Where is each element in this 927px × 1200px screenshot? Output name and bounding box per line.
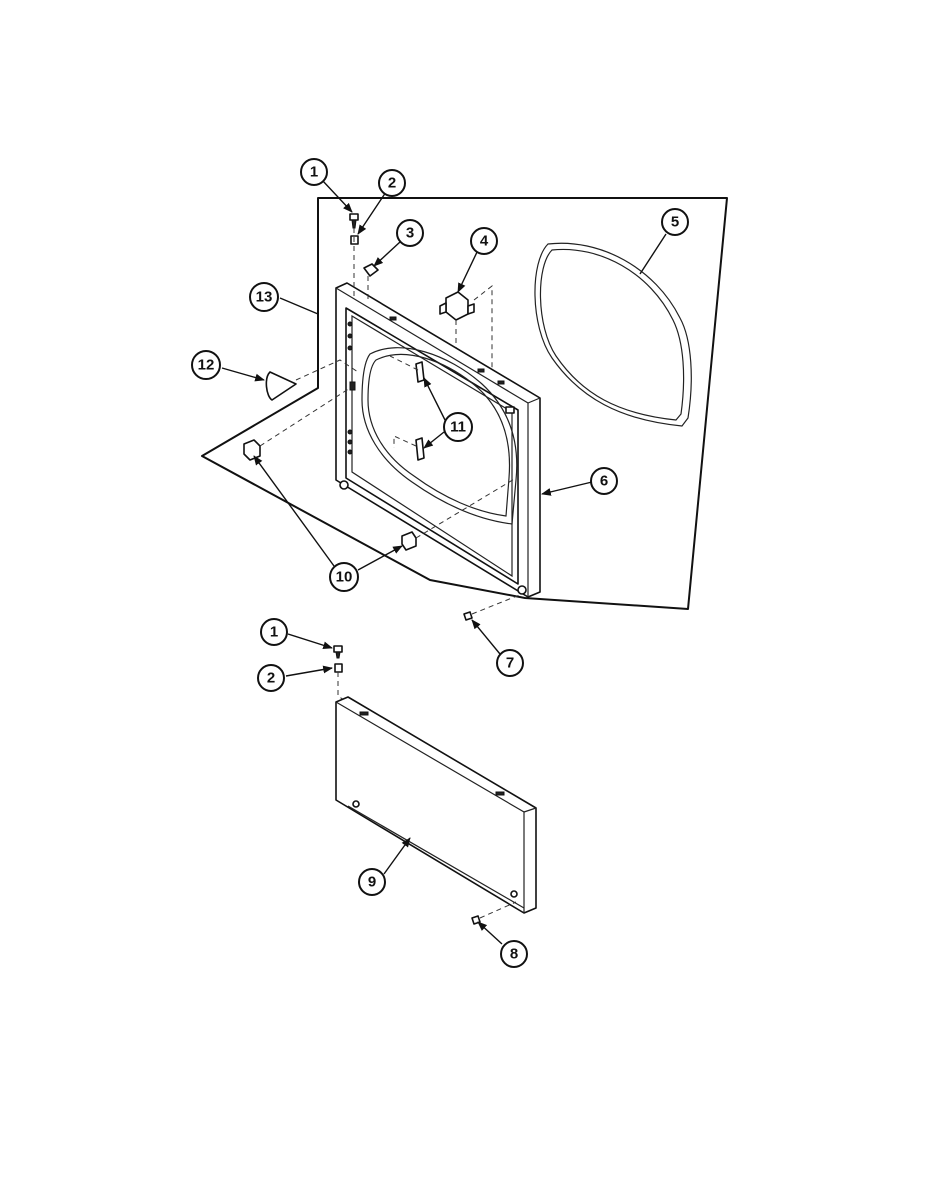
svg-text:1: 1	[270, 624, 278, 641]
callout-3: 3	[396, 219, 424, 247]
door-seal-gasket	[534, 242, 692, 427]
callout-2-lower: 2	[257, 664, 285, 692]
svg-text:12: 12	[198, 357, 215, 374]
screw-eight	[471, 901, 517, 925]
callout-4: 4	[470, 227, 498, 255]
leader-lines	[221, 179, 667, 945]
bracket-left	[243, 387, 351, 461]
screw-seven	[463, 593, 523, 621]
svg-text:3: 3	[406, 225, 414, 242]
callout-9: 9	[358, 868, 386, 896]
callout-13: 13	[249, 282, 279, 312]
screw-lower	[333, 645, 343, 659]
callout-5: 5	[661, 208, 689, 236]
svg-text:8: 8	[510, 946, 518, 963]
callout-1-top: 1	[300, 158, 328, 186]
screw-lower-guide	[337, 672, 357, 722]
hinge-lower	[393, 435, 425, 461]
svg-text:9: 9	[368, 874, 376, 891]
front-panel-outline	[201, 197, 728, 610]
callout-2-top: 2	[378, 169, 406, 197]
svg-text:10: 10	[336, 569, 353, 586]
door-switch	[439, 284, 493, 370]
callout-12: 12	[191, 350, 221, 380]
svg-text:11: 11	[450, 419, 466, 436]
svg-text:6: 6	[600, 473, 608, 490]
callout-10: 10	[329, 562, 359, 592]
svg-text:13: 13	[256, 289, 273, 306]
front-panel-frame	[335, 282, 541, 598]
kick-panel	[335, 696, 537, 914]
clip-top	[363, 263, 379, 300]
callout-6: 6	[590, 467, 618, 495]
svg-text:1: 1	[310, 164, 318, 181]
screw-top	[349, 213, 359, 229]
svg-text:2: 2	[267, 670, 275, 687]
bracket-bottom	[401, 477, 517, 551]
callout-1-lower: 1	[260, 618, 288, 646]
svg-text:7: 7	[506, 655, 514, 672]
svg-text:5: 5	[671, 214, 679, 231]
callout-11: 11	[443, 412, 473, 442]
callout-7: 7	[496, 649, 524, 677]
svg-text:2: 2	[388, 175, 396, 192]
triangle-plug	[265, 359, 359, 401]
callout-8: 8	[500, 940, 528, 968]
nut-lower	[334, 663, 343, 673]
svg-text:4: 4	[480, 233, 489, 250]
